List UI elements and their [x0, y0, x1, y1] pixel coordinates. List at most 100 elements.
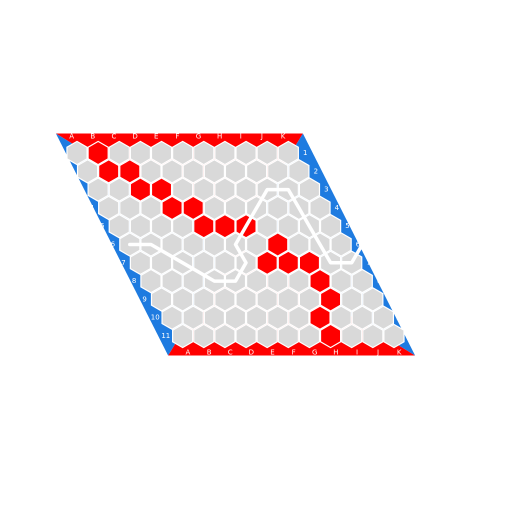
- hex-cell-d1[interactable]: [129, 140, 152, 166]
- hex-cell-i7[interactable]: [298, 250, 321, 276]
- hex-cell-d6[interactable]: [182, 232, 204, 257]
- hex-cell-k4[interactable]: [309, 195, 331, 221]
- hex-cell-d9[interactable]: [214, 287, 236, 312]
- hex-cell-a10[interactable]: [161, 305, 183, 330]
- hex-cell-a11[interactable]: [172, 323, 194, 349]
- hex-cell-a9[interactable]: [150, 287, 173, 312]
- hex-cell-e2[interactable]: [161, 159, 183, 184]
- hex-cell-e6[interactable]: [203, 232, 225, 257]
- hex-cell-b3[interactable]: [108, 177, 130, 202]
- hex-cell-i8[interactable]: [309, 268, 331, 294]
- hex-cell-e7[interactable]: [214, 250, 236, 276]
- hex-cell-f8[interactable]: [245, 268, 268, 294]
- hex-cell-d10[interactable]: [224, 305, 247, 330]
- hex-cell-i11[interactable]: [341, 323, 363, 349]
- hex-cell-c5[interactable]: [150, 213, 173, 239]
- hex-cell-h1[interactable]: [214, 140, 236, 166]
- hex-cell-f3[interactable]: [193, 177, 215, 202]
- hex-cell-e10[interactable]: [245, 305, 268, 330]
- hex-cell-i1[interactable]: [235, 140, 257, 166]
- hex-cell-c10[interactable]: [203, 305, 225, 330]
- hex-cell-b8[interactable]: [161, 268, 183, 294]
- hex-cell-g8[interactable]: [267, 268, 289, 294]
- hex-cell-c1[interactable]: [108, 140, 130, 166]
- hex-cell-g6[interactable]: [245, 232, 268, 257]
- hex-cell-h6[interactable]: [267, 232, 289, 257]
- hex-cell-h8[interactable]: [288, 268, 310, 294]
- hex-cell-i2[interactable]: [245, 159, 268, 184]
- hex-cell-d3[interactable]: [150, 177, 173, 202]
- hex-cell-a4[interactable]: [98, 195, 120, 221]
- hex-cell-h9[interactable]: [298, 287, 321, 312]
- hex-cell-g3[interactable]: [214, 177, 236, 202]
- hex-cell-g9[interactable]: [277, 287, 299, 312]
- hex-cell-h3[interactable]: [235, 177, 257, 202]
- hex-cell-k1[interactable]: [277, 140, 299, 166]
- hex-cell-c3[interactable]: [129, 177, 152, 202]
- hex-cell-k8[interactable]: [351, 268, 373, 294]
- hex-cell-g2[interactable]: [203, 159, 225, 184]
- hex-cell-b4[interactable]: [119, 195, 141, 221]
- hex-cell-k5[interactable]: [319, 213, 342, 239]
- hex-cell-f4[interactable]: [203, 195, 225, 221]
- hex-cell-j11[interactable]: [362, 323, 384, 349]
- hex-cell-f1[interactable]: [172, 140, 194, 166]
- hex-cell-c11[interactable]: [214, 323, 236, 349]
- hex-cell-k11[interactable]: [383, 323, 405, 349]
- hex-cell-g10[interactable]: [288, 305, 310, 330]
- hex-cell-b9[interactable]: [172, 287, 194, 312]
- hex-cell-k2[interactable]: [288, 159, 310, 184]
- hex-cell-g11[interactable]: [298, 323, 321, 349]
- hex-cell-i5[interactable]: [277, 213, 299, 239]
- hex-cell-f11[interactable]: [277, 323, 299, 349]
- hex-cell-i4[interactable]: [267, 195, 289, 221]
- hex-cell-k6[interactable]: [330, 232, 352, 257]
- hex-cell-e1[interactable]: [150, 140, 173, 166]
- hex-cell-a3[interactable]: [87, 177, 109, 202]
- hex-cell-k3[interactable]: [298, 177, 321, 202]
- hex-cell-b2[interactable]: [98, 159, 120, 184]
- hex-cell-a5[interactable]: [108, 213, 130, 239]
- hex-cell-d4[interactable]: [161, 195, 183, 221]
- hex-cell-i10[interactable]: [330, 305, 352, 330]
- hex-cell-c4[interactable]: [140, 195, 162, 221]
- hex-cell-j2[interactable]: [267, 159, 289, 184]
- hex-cell-g4[interactable]: [224, 195, 247, 221]
- hex-cell-h5[interactable]: [256, 213, 278, 239]
- hex-cell-c2[interactable]: [119, 159, 141, 184]
- hex-cell-j9[interactable]: [341, 287, 363, 312]
- hex-cell-g7[interactable]: [256, 250, 278, 276]
- hex-cell-f2[interactable]: [182, 159, 204, 184]
- hex-cell-c9[interactable]: [193, 287, 215, 312]
- hex-cell-k10[interactable]: [372, 305, 395, 330]
- hex-cell-f10[interactable]: [267, 305, 289, 330]
- hex-cell-f9[interactable]: [256, 287, 278, 312]
- hex-cell-h7[interactable]: [277, 250, 299, 276]
- hex-cell-a8[interactable]: [140, 268, 162, 294]
- hex-cell-d2[interactable]: [140, 159, 162, 184]
- hex-cell-f5[interactable]: [214, 213, 236, 239]
- hex-cell-e3[interactable]: [172, 177, 194, 202]
- hex-cell-i6[interactable]: [288, 232, 310, 257]
- hex-cell-a2[interactable]: [76, 159, 99, 184]
- hex-cell-g1[interactable]: [193, 140, 215, 166]
- hex-cell-d11[interactable]: [235, 323, 257, 349]
- hex-cell-e5[interactable]: [193, 213, 215, 239]
- hex-cell-a1[interactable]: [66, 140, 88, 166]
- hex-cell-b10[interactable]: [182, 305, 204, 330]
- hex-cell-a7[interactable]: [129, 250, 152, 276]
- hex-cell-d5[interactable]: [172, 213, 194, 239]
- hex-cell-j8[interactable]: [330, 268, 352, 294]
- hex-cell-h2[interactable]: [224, 159, 247, 184]
- hex-cell-h11[interactable]: [319, 323, 342, 349]
- hex-cell-j1[interactable]: [256, 140, 278, 166]
- hex-cell-e11[interactable]: [256, 323, 278, 349]
- hex-cell-b11[interactable]: [193, 323, 215, 349]
- hex-cell-h10[interactable]: [309, 305, 331, 330]
- hex-cell-b1[interactable]: [87, 140, 109, 166]
- hex-cell-k9[interactable]: [362, 287, 384, 312]
- hex-cell-e9[interactable]: [235, 287, 257, 312]
- hex-cell-b5[interactable]: [129, 213, 152, 239]
- hex-cell-e4[interactable]: [182, 195, 204, 221]
- hex-cell-j10[interactable]: [351, 305, 373, 330]
